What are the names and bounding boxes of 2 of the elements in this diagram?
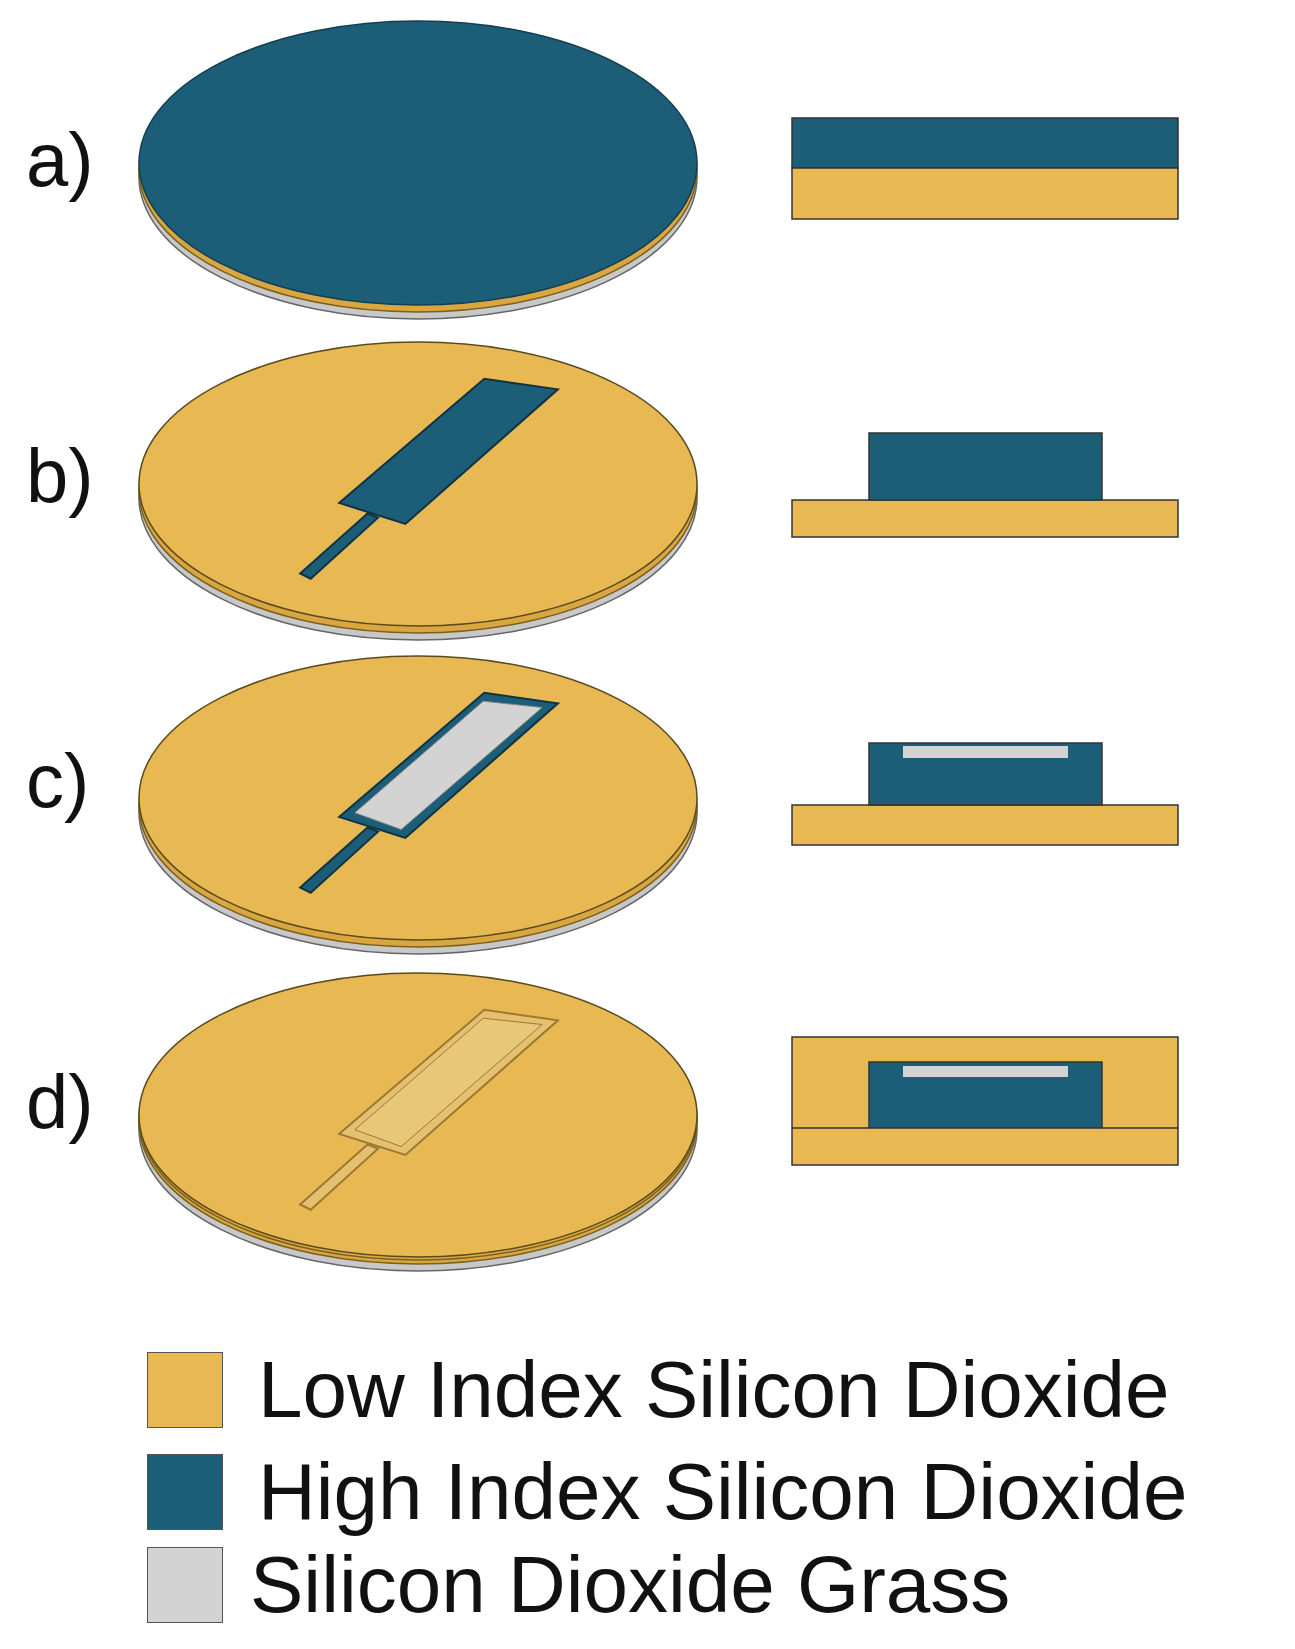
legend-label: Silicon Dioxide Grass <box>250 1545 1011 1625</box>
legend-label: Low Index Silicon Dioxide <box>258 1350 1170 1430</box>
